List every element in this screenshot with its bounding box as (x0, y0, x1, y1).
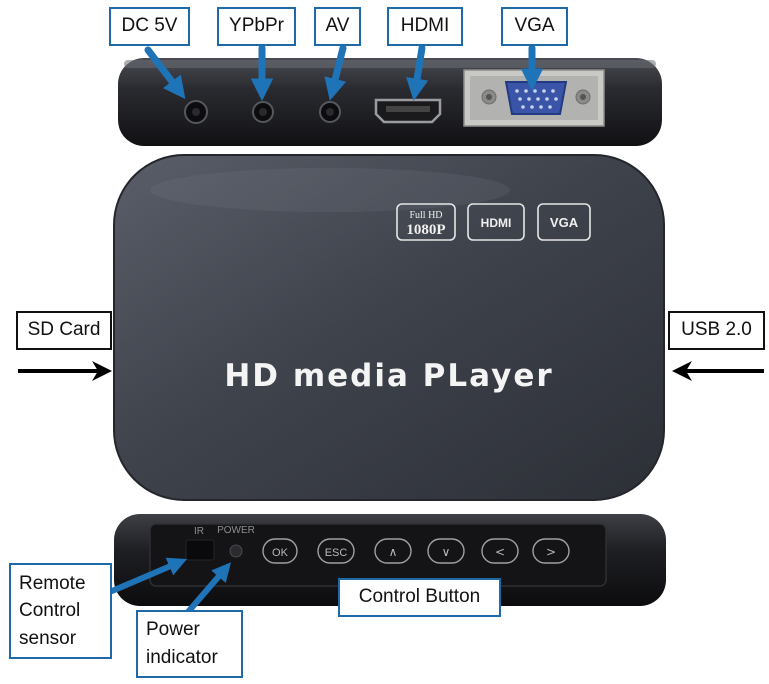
control-button-right[interactable]: > (532, 538, 570, 564)
hdmi-logo-badge (467, 203, 525, 241)
control-button-down[interactable]: ∨ (427, 538, 465, 564)
control-button-label: OK (272, 547, 289, 559)
usb-callout: USB 2.0 (668, 311, 765, 350)
control-button-callout: Control Button (338, 578, 501, 617)
chevron-up-icon: ∧ (389, 545, 398, 559)
chevron-right-icon: > (546, 545, 556, 559)
ir-label: IR (194, 526, 204, 537)
ypbpr-callout: YPbPr (217, 7, 296, 46)
hdmi-callout: HDMI (387, 7, 463, 46)
remote-sensor-callout: Remote Control sensor (9, 563, 112, 659)
remote-sensor-line: Remote (19, 572, 86, 594)
back-panel (0, 40, 769, 150)
control-button-esc[interactable]: ESC (317, 538, 355, 564)
power-indicator-callout: Power indicator (136, 610, 243, 678)
remote-sensor-line: sensor (19, 627, 77, 649)
full-hd-badge-line1: Full HD (409, 210, 442, 221)
full-hd-badge-line2: 1080P (406, 222, 445, 238)
hdmi-logo-badge-text: HDMI (481, 216, 512, 230)
front-panel: IR POWER OK ESC ∧ ∨ < > (114, 514, 666, 606)
power-led-icon (229, 544, 243, 558)
power-indicator-line: indicator (146, 647, 218, 668)
vga-logo-badge-text: VGA (550, 215, 579, 230)
power-indicator-arrow-icon (185, 562, 232, 615)
chevron-left-icon: < (495, 545, 505, 559)
ir-sensor-window (185, 539, 215, 561)
device-body (114, 155, 664, 500)
sd-card-callout: SD Card (16, 311, 112, 350)
power-indicator-line: Power (146, 619, 200, 641)
control-button-left[interactable]: < (481, 538, 519, 564)
chevron-down-icon: ∨ (442, 545, 451, 559)
vga-callout: VGA (501, 7, 568, 46)
front-arrows (109, 557, 232, 615)
vga-logo-badge (537, 203, 591, 241)
full-hd-badge (396, 203, 456, 241)
remote-sensor-arrow-icon (109, 557, 188, 594)
av-arrow-icon (324, 44, 347, 101)
control-button-ok[interactable]: OK (262, 538, 298, 564)
remote-sensor-line: Control (19, 600, 81, 622)
control-button-label: ESC (325, 547, 348, 559)
av-callout: AV (314, 7, 361, 46)
dc5v-arrow-icon (144, 46, 186, 100)
hdmi-arrow-icon (406, 44, 429, 101)
device-top: Full HD 1080P HDMI VGA HD media PLayer (110, 152, 666, 501)
dc5v-callout: DC 5V (109, 7, 190, 46)
port-arrows (144, 44, 544, 101)
device-name-text: HD media PLayer (224, 358, 553, 394)
power-label: POWER (217, 525, 255, 536)
control-button-up[interactable]: ∧ (374, 538, 412, 564)
